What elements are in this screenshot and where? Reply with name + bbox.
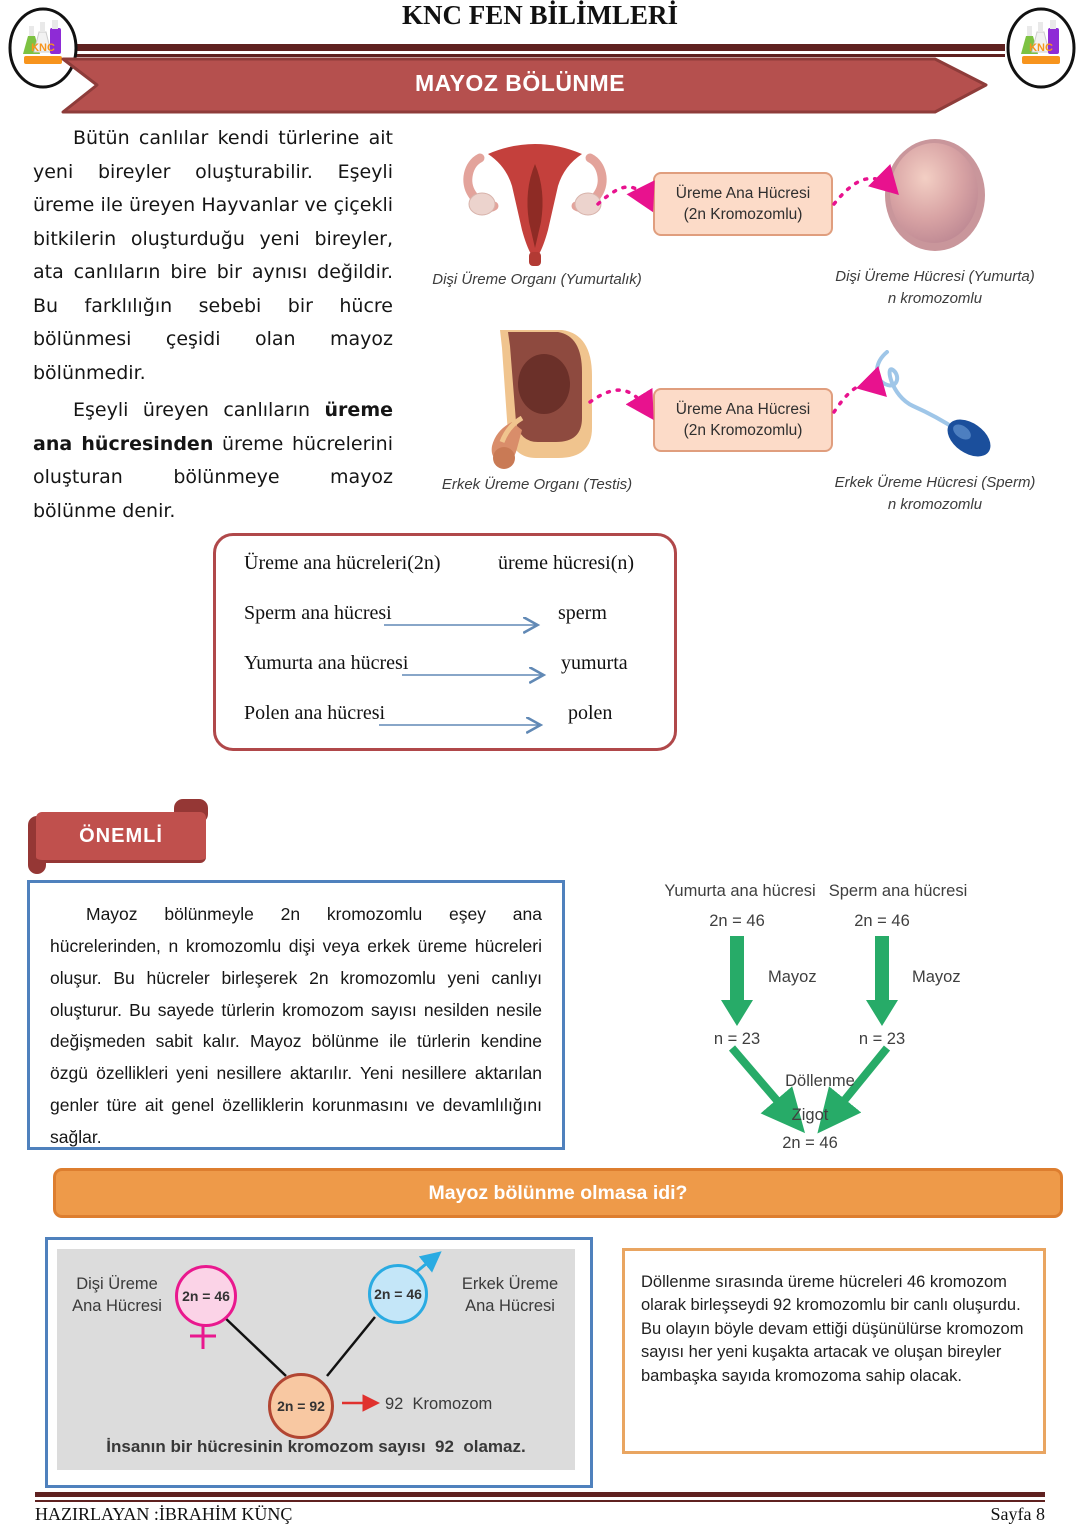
footer: HAZIRLAYAN :İBRAHİM KÜNÇ Sayfa 8: [35, 1504, 1045, 1525]
table-row-right: yumurta: [561, 652, 628, 674]
left-2n-value: 2n = 46: [709, 912, 765, 930]
question-banner: Mayoz bölünme olmasa idi?: [53, 1168, 1063, 1218]
diagonal-arrow-icon: [728, 1045, 806, 1134]
down-arrow-icon: [866, 936, 898, 1026]
male-cell-sublabel: n kromozomlu: [887, 496, 983, 513]
right-2n-value: 2n = 46: [854, 912, 910, 930]
meiosis-label-right: Mayoz: [912, 968, 961, 986]
female-cell-sublabel: n kromozomlu: [887, 290, 983, 307]
female-mother-cell-box: Üreme Ana Hücresi (2n Kromozomlu): [653, 172, 833, 236]
title-ribbon: [61, 57, 988, 114]
question-banner-label: Mayoz bölünme olmasa idi?: [428, 1182, 688, 1204]
arrow-right-icon: [402, 664, 574, 686]
box-line1: Üreme Ana Hücresi: [675, 185, 811, 202]
sperm-cell-illustration: [875, 350, 991, 457]
male-organ-label: Erkek Üreme Organı (Testis): [441, 476, 633, 493]
logo-text: KNC: [31, 42, 55, 54]
zygote-label: Zigot: [791, 1106, 829, 1124]
table-header-left: Üreme ana hücreleri(2n): [244, 552, 441, 574]
explanation-box: Döllenme sırasında üreme hücreleri 46 kr…: [622, 1248, 1046, 1454]
important-banner-label: ÖNEMLİ: [79, 825, 163, 847]
page-title: KNC FEN BİLİMLERİ: [401, 0, 679, 30]
table-row-left: Yumurta ana hücresi: [244, 652, 409, 674]
p2-pre: Eşeyli üreyen canlıların: [73, 399, 325, 421]
important-banner: ÖNEMLİ: [36, 812, 206, 863]
male-symbol-icon: [414, 1251, 442, 1275]
meiosis-label-left: Mayoz: [768, 968, 817, 986]
meiosis-diagram: Yumurta ana hücresi Sperm ana hücresi 2n…: [640, 878, 1070, 1163]
egg-mother-cell-title: Yumurta ana hücresi: [664, 882, 816, 900]
p2-post: üreme hücrelerini oluşturan bölünmeye ma…: [33, 432, 393, 522]
right-n-value: n = 23: [858, 1030, 906, 1048]
diagram-caption: İnsanın bir hücresinin kromozom sayısı 9…: [106, 1437, 526, 1456]
box-line1: Üreme Ana Hücresi: [675, 401, 811, 418]
logo-text: KNC: [1029, 42, 1053, 54]
logo-ribbon: [1022, 56, 1060, 64]
male-organ-illustration: [491, 330, 592, 469]
arrow-male-organ-to-box: [588, 387, 654, 420]
female-organ-label: Dişi Üreme Organı (Yumurtalık): [432, 271, 642, 288]
egg-cell-illustration: [885, 139, 985, 251]
connector-line: [221, 1314, 287, 1377]
male-mother-cell-box: Üreme Ana Hücresi (2n Kromozomlu): [653, 388, 833, 452]
knc-logo-left: KNC: [8, 7, 78, 89]
arrow-right-icon: [379, 714, 566, 736]
result-label: 92 Kromozom: [385, 1395, 493, 1413]
flask-purple-icon: [1048, 28, 1059, 54]
footer-rule-thick: [35, 1492, 1045, 1497]
male-cell-label: Erkek Üreme Hücresi (Sperm): [834, 474, 1036, 491]
important-text-box: Mayoz bölünmeyle 2n kromozomlu eşey ana …: [27, 880, 565, 1150]
header-rule-thick: [75, 44, 1005, 51]
table-row-right: sperm: [558, 602, 607, 624]
connector-line: [326, 1316, 376, 1377]
male-mother-label: Erkek Üreme Ana Hücresi: [461, 1275, 559, 1316]
meiosis-arrows: [721, 936, 898, 1134]
header-rule-thin: [75, 54, 1005, 57]
footer-rule-thin: [35, 1500, 1045, 1502]
flask-purple-icon: [50, 28, 61, 54]
box-line2: (2n Kromozomlu): [683, 422, 803, 439]
table-row-right: polen: [568, 702, 613, 724]
reproductive-cells-table: Üreme ana hücreleri(2n) üreme hücresi(n)…: [213, 533, 677, 751]
p2-bold: üreme ana hücresinden: [33, 399, 393, 455]
table-row-left: Sperm ana hücresi: [244, 602, 392, 624]
sperm-mother-cell-title: Sperm ana hücresi: [828, 882, 968, 900]
left-n-value: n = 23: [713, 1030, 761, 1048]
table-row-left: Polen ana hücresi: [244, 702, 386, 724]
footer-prepared-by: HAZIRLAYAN :İBRAHİM KÜNÇ: [35, 1504, 293, 1524]
logo-ribbon: [24, 56, 62, 64]
fertilization-label: Döllenme: [785, 1072, 855, 1090]
zygote-2n-value: 2n = 46: [782, 1134, 838, 1152]
lesson-title: MAYOZ BÖLÜNME: [414, 70, 626, 96]
knc-logo-right: KNC: [1006, 7, 1076, 89]
female-organ-illustration: [463, 144, 607, 266]
diagonal-arrow-icon: [817, 1045, 891, 1134]
female-mother-label: Dişi Üreme Ana Hücresi: [72, 1275, 162, 1316]
explanation-body: Döllenme sırasında üreme hücreleri 46 kr…: [641, 1273, 1024, 1385]
box-line2: (2n Kromozomlu): [683, 206, 803, 223]
intro-paragraph-2: Eşeyli üreyen canlıların üreme ana hücre…: [33, 394, 393, 528]
male-cell-circle: 2n = 46: [368, 1264, 428, 1324]
footer-page-number: Sayfa 8: [990, 1504, 1045, 1524]
female-cell-label: Dişi Üreme Hücresi (Yumurta): [835, 268, 1035, 285]
down-arrow-icon: [721, 936, 753, 1026]
hypothetical-diagram-panel: Dişi Üreme Ana Hücresi 2n = 46 2n = 46 E…: [57, 1249, 575, 1470]
important-body: Mayoz bölünmeyle 2n kromozomlu eşey ana …: [50, 904, 542, 1147]
intro-paragraph-1: Bütün canlılar kendi türlerine ait yeni …: [33, 127, 393, 384]
zygote-cell-circle: 2n = 92: [268, 1373, 334, 1439]
table-header-right: üreme hücresi(n): [498, 552, 635, 574]
hypothetical-lines: [190, 1251, 442, 1412]
female-cell-circle: 2n = 46: [175, 1265, 237, 1327]
arrow-right-icon: [384, 614, 556, 636]
